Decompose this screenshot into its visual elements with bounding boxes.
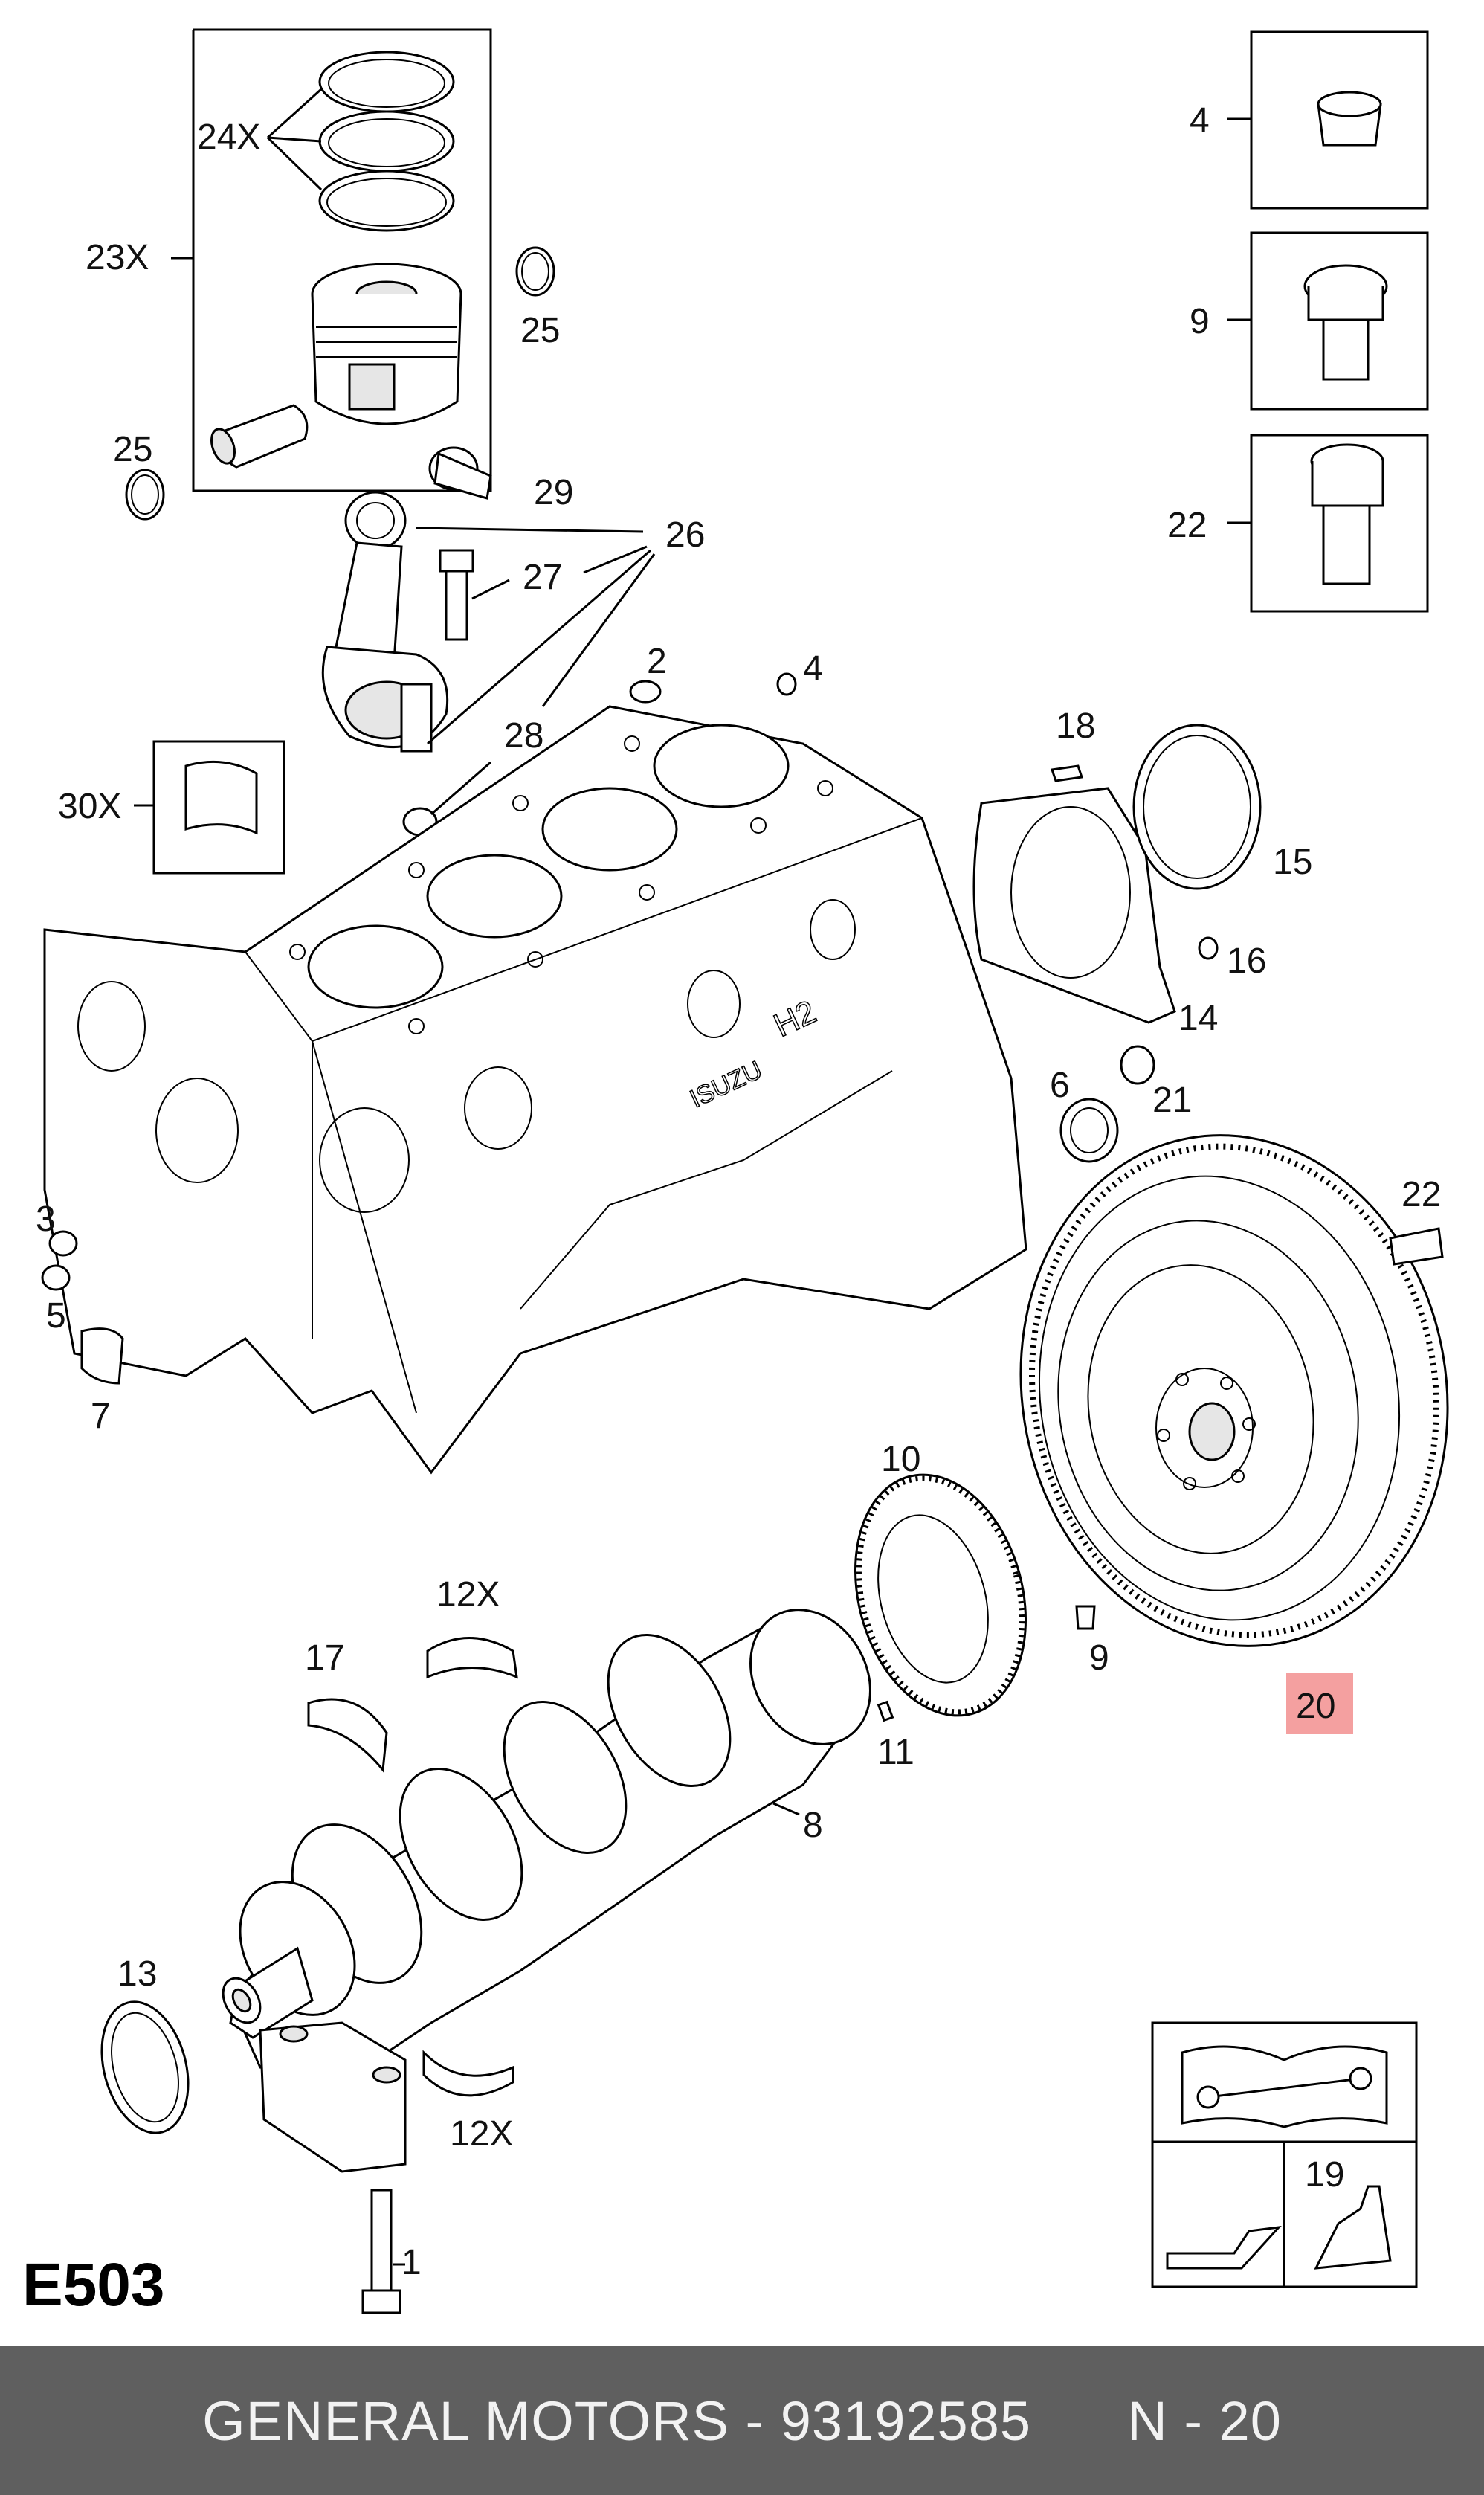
callout-12x-bottom: 12X — [450, 2114, 513, 2154]
footer-page-ref: N - 20 — [1127, 2389, 1282, 2452]
service-legend-box — [1151, 2021, 1418, 2288]
callout-23x: 23X — [86, 238, 149, 277]
flywheel — [1019, 1134, 1449, 1647]
rear-seal-part — [1132, 724, 1262, 890]
plug-part — [776, 672, 797, 696]
callout-19: 19 — [1305, 2155, 1344, 2195]
callout-1: 1 — [401, 2243, 422, 2282]
callout-16: 16 — [1227, 941, 1266, 981]
plug-part — [629, 680, 662, 704]
front-seal-part — [100, 2000, 190, 2134]
callout-22: 22 — [1401, 1175, 1441, 1214]
reluctor-ring — [854, 1473, 1027, 1717]
callout-24x: 24X — [197, 117, 260, 157]
callout-9-box: 9 — [1190, 302, 1210, 341]
callout-2: 2 — [647, 642, 667, 681]
callout-18: 18 — [1056, 706, 1095, 746]
sealant-bottle-icon — [1314, 2185, 1392, 2270]
callout-28: 28 — [504, 716, 543, 756]
footer-bar: GENERAL MOTORS - 93192585 N - 20 — [0, 2346, 1484, 2495]
engine-block: ISUZU H2 — [43, 705, 1027, 1475]
callout-5: 5 — [46, 1296, 66, 1336]
main-bearing-lower-part — [422, 2050, 514, 2097]
piston-kit-box — [171, 28, 492, 492]
callout-22-box: 22 — [1167, 506, 1207, 545]
snap-ring-part — [515, 246, 555, 297]
callout-12x-top: 12X — [436, 1575, 500, 1614]
callout-26: 26 — [665, 515, 705, 555]
snap-ring-part — [125, 469, 165, 521]
callout-9: 9 — [1089, 1638, 1109, 1678]
callout-21: 21 — [1152, 1081, 1192, 1120]
callout-17: 17 — [305, 1638, 344, 1678]
callout-20: 20 — [1296, 1687, 1335, 1726]
diagram-code: E503 — [22, 2251, 165, 2319]
crankshaft — [222, 1609, 871, 2084]
callout-11: 11 — [877, 1733, 914, 1772]
callout-30x: 30X — [58, 787, 121, 826]
main-bearing-upper-part — [426, 1637, 518, 1679]
callout-8: 8 — [803, 1806, 823, 1845]
callout-13: 13 — [117, 1954, 157, 1994]
callout-27: 27 — [523, 558, 562, 597]
callout-3: 3 — [36, 1200, 56, 1239]
oil-can-icon — [1166, 2226, 1282, 2270]
callout-14: 14 — [1178, 999, 1218, 1038]
seal-housing-part — [972, 787, 1176, 1024]
callout-10: 10 — [881, 1440, 920, 1479]
highlight-20 — [1286, 1673, 1353, 1734]
callout-25-top: 25 — [520, 311, 560, 350]
bearing-set-box — [152, 740, 285, 875]
thrust-washer-part — [307, 1698, 388, 1773]
main-bearing-cap-part — [259, 2021, 407, 2173]
callout-4-block: 4 — [803, 649, 823, 689]
callout-15: 15 — [1273, 843, 1312, 882]
footer-part-number: GENERAL MOTORS - 93192585 — [202, 2389, 1032, 2452]
callout-7: 7 — [91, 1397, 111, 1436]
main-cap-bolt-part — [370, 2189, 393, 2303]
callout-29: 29 — [534, 473, 573, 512]
callout-6: 6 — [1050, 1066, 1070, 1105]
seal-part — [80, 1327, 124, 1385]
callout-4-box: 4 — [1190, 101, 1210, 141]
flywheel-bolt-part — [1389, 1227, 1444, 1266]
connecting-rod — [321, 491, 449, 753]
footer-text: GENERAL MOTORS - 93192585 N - 20 — [202, 2389, 1282, 2453]
callout-25-left: 25 — [113, 430, 152, 469]
